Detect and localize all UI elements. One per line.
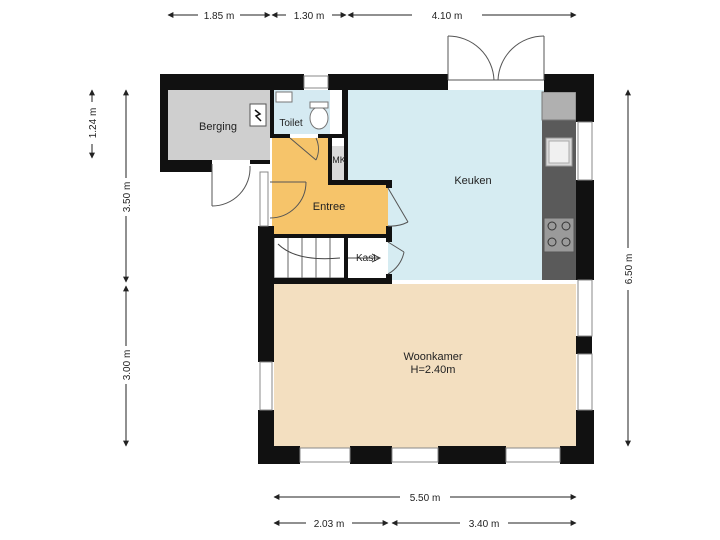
dim-right-total: 6.50 m — [624, 254, 635, 285]
label-kast: Kast — [356, 253, 376, 264]
windows — [259, 75, 593, 463]
dim-top-1: 1.85 m — [204, 11, 235, 22]
label-mk: MK — [332, 155, 346, 165]
label-entree: Entree — [313, 201, 345, 213]
dim-top-2: 1.30 m — [294, 11, 325, 22]
toilet-fixtures — [275, 91, 329, 130]
room-mk — [330, 146, 346, 182]
label-berging: Berging — [199, 121, 237, 133]
dimensions-bottom — [273, 494, 577, 526]
label-woonkamer-height: H=2.40m — [411, 364, 456, 376]
doors — [211, 35, 545, 275]
dim-left-1: 1.24 m — [88, 108, 99, 139]
dim-bottom-2: 3.40 m — [469, 519, 500, 530]
dim-left-2: 3.50 m — [122, 182, 133, 213]
label-woonkamer: Woonkamer — [403, 351, 462, 363]
room-woonkamer — [274, 284, 576, 448]
room-entree — [272, 138, 388, 234]
toilet-bowl-icon — [309, 106, 329, 130]
room-kast — [346, 236, 388, 278]
cooktop-icon — [543, 217, 575, 253]
dim-bottom-1: 2.03 m — [314, 519, 345, 530]
label-toilet: Toilet — [279, 118, 303, 129]
washbasin-icon — [275, 91, 293, 103]
label-keuken: Keuken — [454, 175, 491, 187]
dim-bottom-total: 5.50 m — [410, 493, 441, 504]
kitchen-counter — [541, 91, 577, 280]
meter-icon — [249, 103, 267, 127]
dim-left-3: 3.00 m — [122, 350, 133, 381]
dimensions-left — [89, 89, 129, 447]
dim-top-3: 4.10 m — [432, 11, 463, 22]
walls — [160, 74, 594, 464]
